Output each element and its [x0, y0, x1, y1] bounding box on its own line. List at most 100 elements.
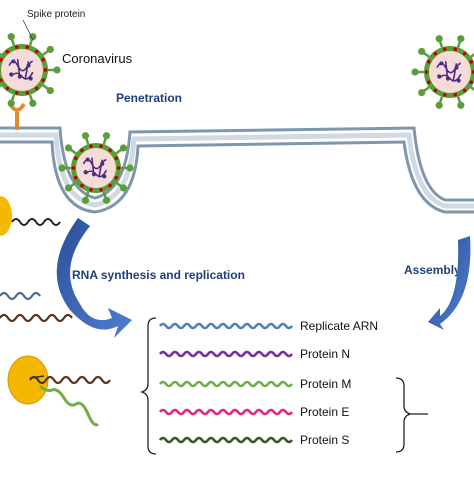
membrane-protein [99, 188, 103, 192]
membrane-protein [443, 93, 447, 97]
legend-label: Protein E [300, 405, 349, 419]
membrane-protein [35, 50, 39, 54]
nascent-protein [40, 386, 98, 425]
spike-head [457, 35, 464, 42]
rna-strand-brown [0, 315, 72, 321]
spike-head [47, 46, 54, 53]
membrane-protein [108, 149, 112, 153]
membrane-protein [89, 188, 93, 192]
translating-ribosome-icon [8, 356, 48, 404]
nucleocapsid-protein [455, 66, 459, 70]
spike-head [457, 102, 464, 109]
legend-swatch [160, 382, 292, 386]
membrane-protein [463, 52, 467, 56]
membrane-protein [463, 89, 467, 93]
nucleocapsid-protein [11, 59, 15, 63]
legend-swatch [160, 410, 292, 414]
nucleocapsid-protein [446, 77, 450, 81]
membrane-protein [427, 80, 431, 84]
spike-head [120, 144, 127, 151]
membrane-protein [80, 184, 84, 188]
assembly-arrow [428, 236, 470, 330]
nucleocapsid-protein [9, 72, 13, 76]
membrane-protein [41, 78, 45, 82]
nucleocapsid-protein [439, 61, 443, 65]
rna-strand-blue [0, 293, 40, 299]
spike-head [126, 164, 133, 171]
spike-head [411, 68, 418, 75]
membrane-protein [35, 87, 39, 91]
legend-label: Replicate ARN [300, 319, 378, 333]
spike-head [65, 144, 72, 151]
membrane-protein [434, 89, 438, 93]
spike-head [65, 184, 72, 191]
membrane-protein [453, 93, 457, 97]
membrane-protein [6, 50, 10, 54]
nucleocapsid-protein [457, 79, 461, 83]
membrane-protein [25, 45, 29, 49]
legend-swatch [160, 324, 292, 328]
structural-proteins-bracket [396, 378, 410, 452]
nucleocapsid-protein [92, 172, 96, 176]
membrane-protein [469, 80, 473, 84]
membrane-protein [15, 45, 19, 49]
membrane-protein [434, 52, 438, 56]
nucleocapsid-protein [102, 174, 106, 178]
assembly-label: Assembly [404, 263, 461, 277]
nucleocapsid-protein [100, 162, 104, 166]
nucleocapsid-protein [18, 75, 22, 79]
legend-swatch [160, 352, 292, 356]
membrane-protein [453, 47, 457, 51]
spike-head [103, 197, 110, 204]
coronavirus-label: Coronavirus [62, 51, 133, 66]
membrane-protein [25, 91, 29, 95]
membrane-protein [74, 156, 78, 160]
penetration-label: Penetration [116, 91, 182, 105]
spike-head [436, 102, 443, 109]
spike-stalk [0, 49, 1, 54]
spike-head [47, 87, 54, 94]
legend-label: Protein S [300, 433, 349, 447]
entering-virus-icon [58, 132, 133, 204]
nucleocapsid-protein [437, 74, 441, 78]
membrane-protein [425, 70, 429, 74]
membrane-protein [15, 91, 19, 95]
membrane-protein [89, 144, 93, 148]
spike-head [82, 132, 89, 139]
mrna-strand [12, 219, 60, 225]
spike-head [82, 197, 89, 204]
spike-head [29, 100, 36, 107]
coronavirus-icon [0, 33, 61, 107]
membrane-protein [114, 176, 118, 180]
membrane-protein [117, 166, 121, 170]
spike-head [120, 184, 127, 191]
ribosome-icon [0, 196, 12, 236]
nucleocapsid-protein [86, 158, 90, 162]
spike-head [418, 48, 425, 55]
membrane-protein [72, 166, 76, 170]
assembled-virus-icon [411, 35, 474, 109]
spike-stalk [0, 85, 1, 90]
spike-head [436, 35, 443, 42]
receptor-icon [10, 104, 24, 130]
spike-head [8, 33, 15, 40]
legend-left-bracket [142, 318, 156, 454]
membrane-protein [108, 184, 112, 188]
legend-label: Protein M [300, 377, 351, 391]
spike-head [8, 100, 15, 107]
membrane-protein [6, 87, 10, 91]
membrane-protein [99, 144, 103, 148]
membrane-protein [114, 156, 118, 160]
nucleocapsid-protein [84, 170, 88, 174]
spike-head [53, 66, 60, 73]
membrane-protein [80, 149, 84, 153]
membrane-protein [427, 60, 431, 64]
rna-synthesis-label: RNA synthesis and replication [72, 268, 245, 282]
nucleocapsid-protein [29, 77, 33, 81]
spike-protein-label: Spike protein [27, 9, 85, 20]
spike-pointer-line [23, 20, 33, 40]
spike-head [418, 89, 425, 96]
